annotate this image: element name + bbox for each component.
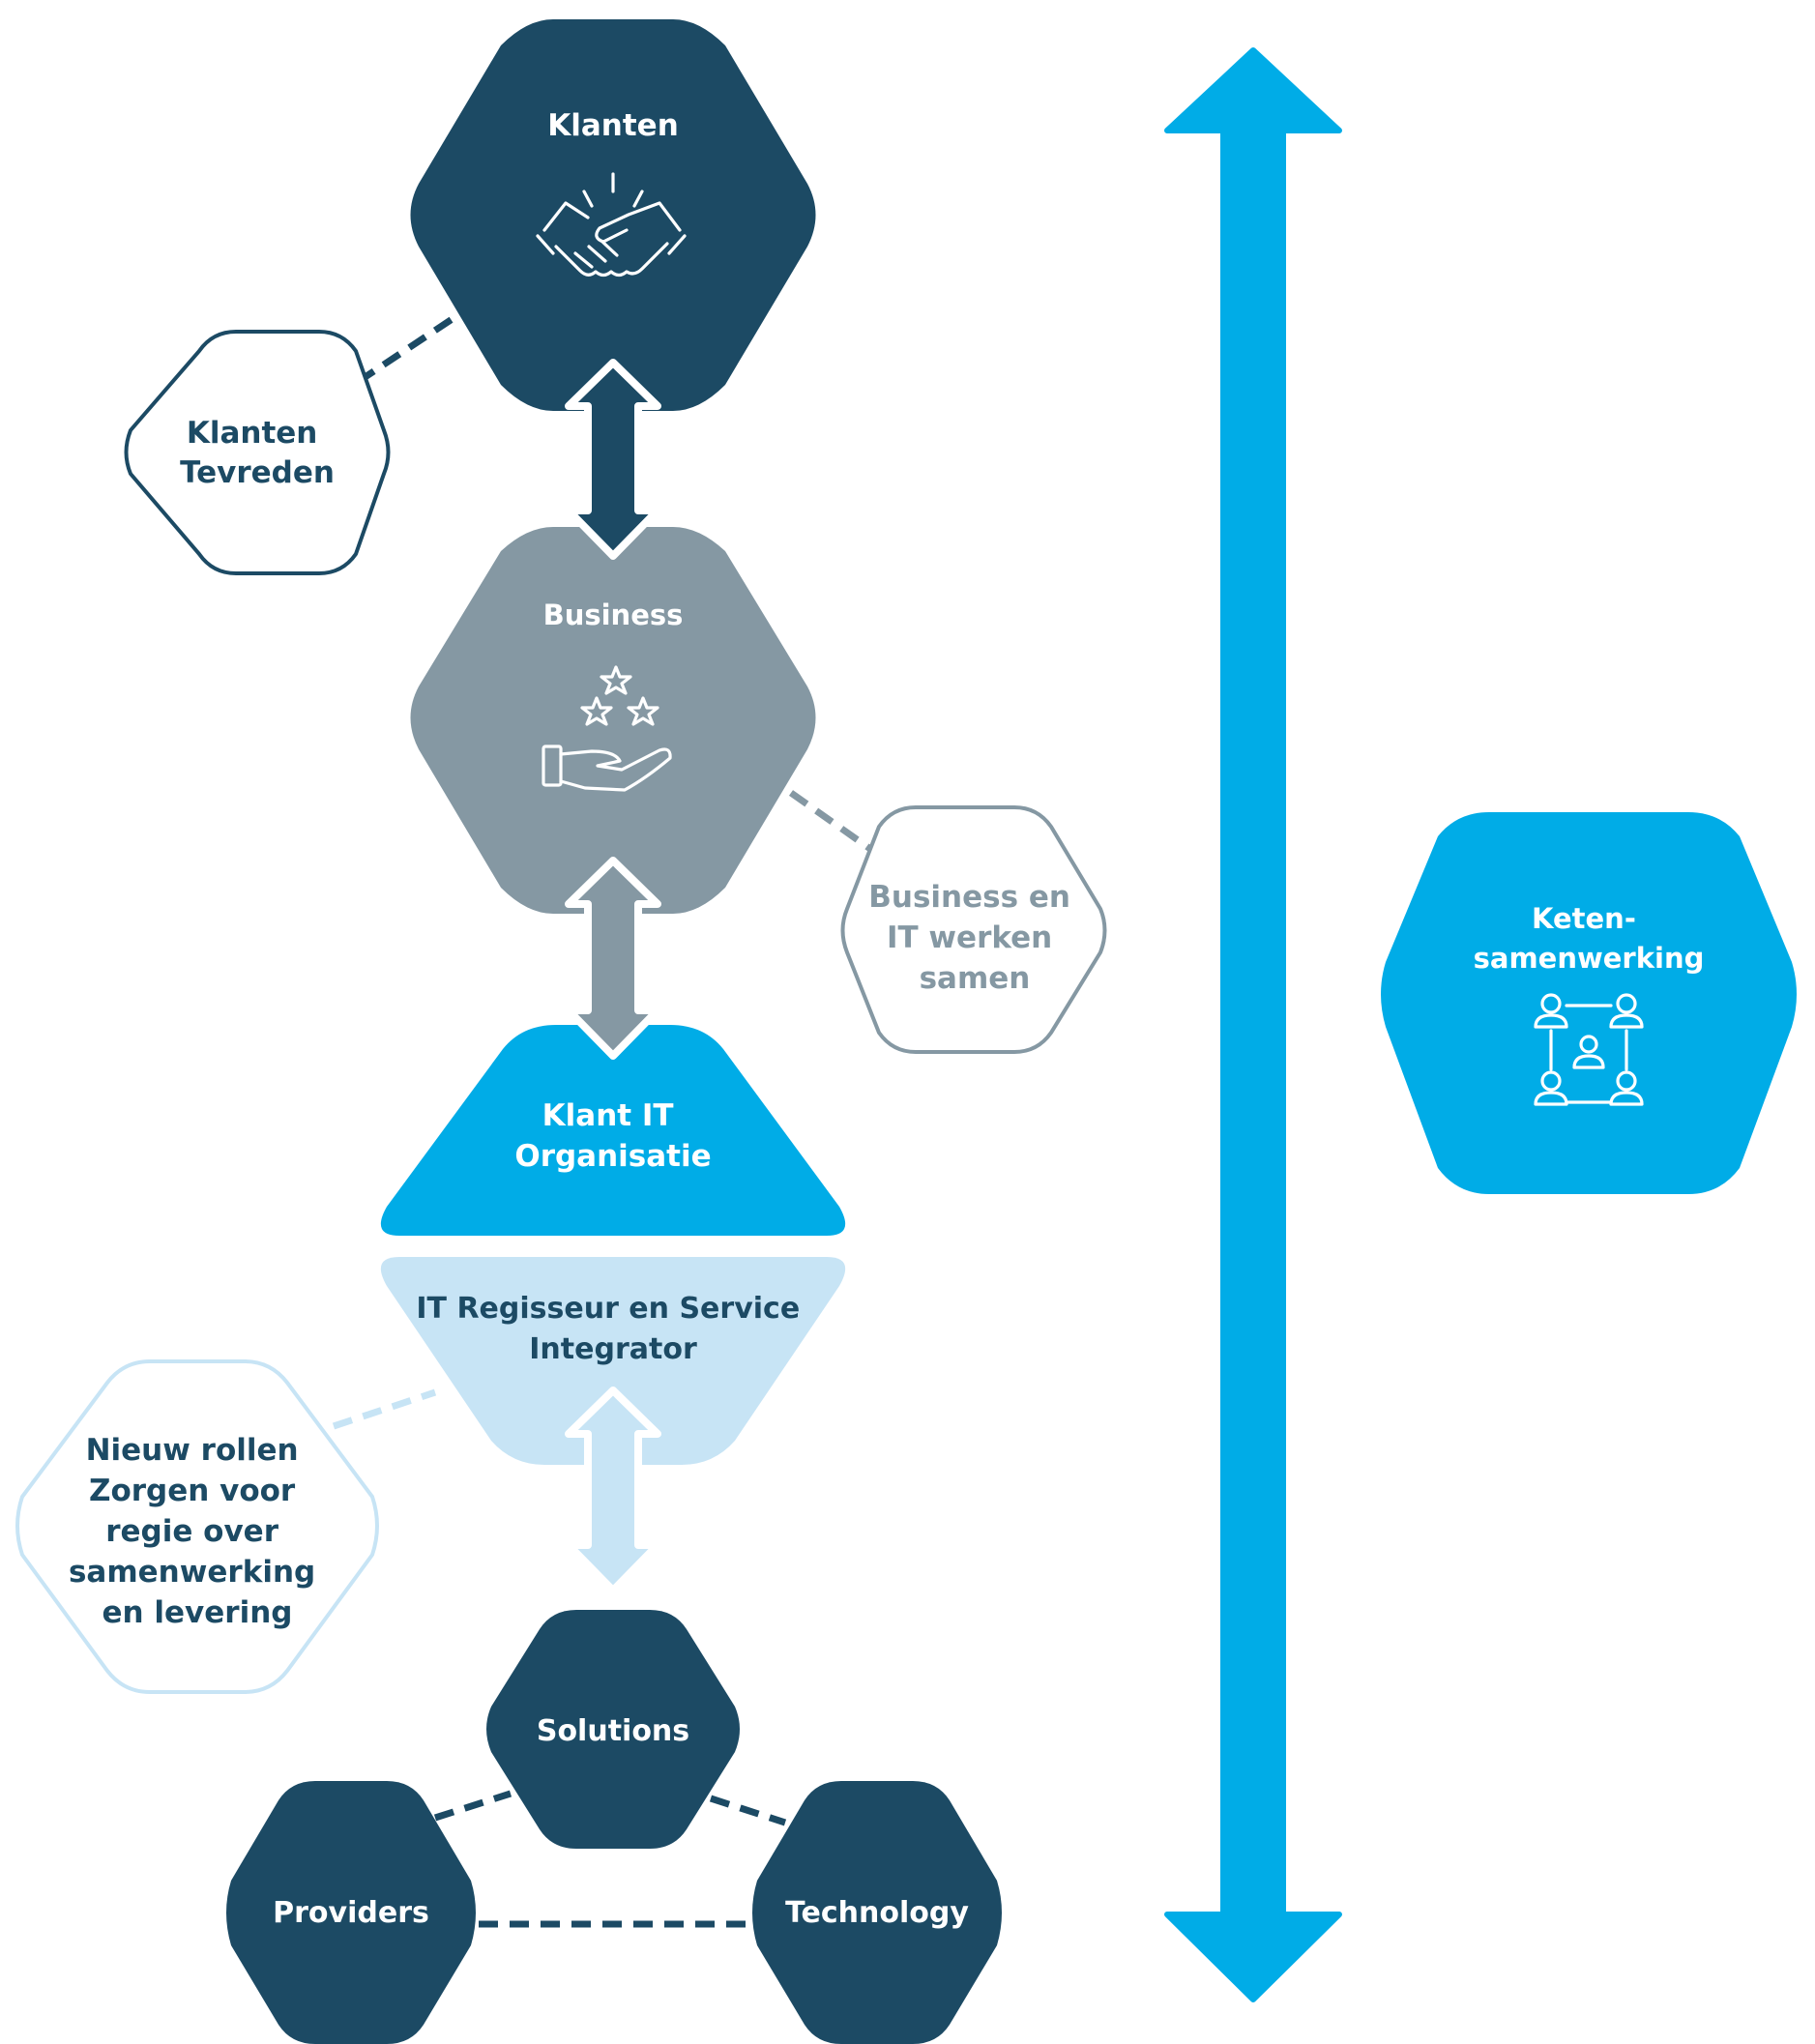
nieuw-rollen-hexagon xyxy=(15,1359,379,1694)
technology-hexagon xyxy=(752,1781,1002,2044)
it-regisseur-label: IT Regisseur en Service Integrator xyxy=(416,1292,809,1366)
klanten-label: Klanten xyxy=(547,108,679,143)
business-it-label: Business en IT werken samen xyxy=(868,880,1080,996)
it-regisseur-shape xyxy=(380,1257,846,1465)
klanten-tevreden-hexagon xyxy=(124,330,391,575)
providers-hexagon xyxy=(226,1781,476,2044)
technology-label: Technology xyxy=(785,1896,969,1930)
dashed-connectors xyxy=(332,311,883,1928)
handshake-icon xyxy=(536,172,687,277)
business-it-hexagon xyxy=(840,805,1107,1054)
klant-it-shape xyxy=(380,1025,846,1236)
stars-hand-icon xyxy=(542,665,672,792)
keten-label: Keten- samenwerking xyxy=(1474,902,1705,975)
nieuw-rollen-label: Nieuw rollen Zorgen voor regie over same… xyxy=(69,1433,326,1630)
business-label: Business xyxy=(543,599,684,631)
connector-klanten-tevreden xyxy=(356,311,461,385)
klanten-tevreden-label: Klanten Tevreden xyxy=(180,416,335,490)
keten-hexagon xyxy=(1381,812,1797,1194)
klant-it-label: Klant IT Organisatie xyxy=(514,1098,711,1174)
arrow-klanten-business xyxy=(565,359,661,560)
business-hexagon xyxy=(410,527,816,914)
connector-solutions-providers xyxy=(433,1790,512,1822)
klanten-hexagon xyxy=(410,19,816,411)
solutions-label: Solutions xyxy=(537,1714,689,1748)
connector-regisseur-rollen xyxy=(332,1388,437,1430)
keten-double-arrow xyxy=(1164,47,1342,2002)
providers-label: Providers xyxy=(273,1896,429,1930)
arrow-business-klant-it xyxy=(565,857,661,1060)
connector-solutions-technology xyxy=(709,1795,787,1826)
network-people-icon xyxy=(1534,993,1644,1106)
connector-business-it xyxy=(788,790,883,859)
solutions-hexagon xyxy=(486,1610,740,1849)
arrow-regisseur-solutions xyxy=(565,1387,661,1594)
